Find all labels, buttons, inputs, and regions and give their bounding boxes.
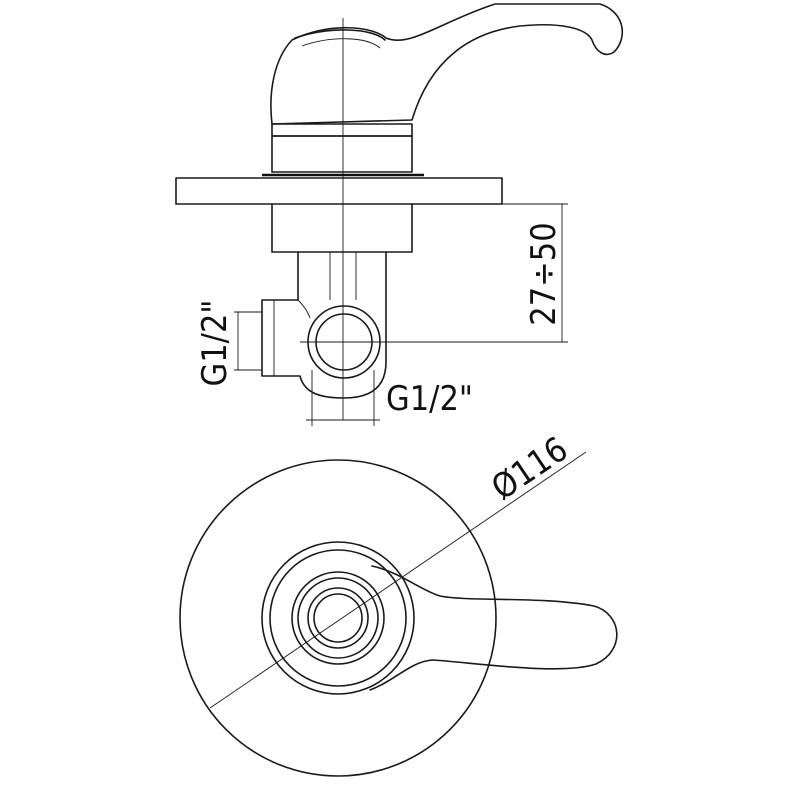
outlet-housing [261,251,387,399]
side-outlet-fillet [297,299,311,319]
rosette-inner [269,549,407,687]
cap-ring-3 [313,593,363,643]
bottom-thread-label: G1/2" [386,379,473,419]
wall-plate [175,177,503,205]
bottom-thread-dimension: G1/2" [306,370,473,426]
depth-dimension-label: 27÷50 [524,222,564,325]
body-collar [271,123,413,137]
depth-dimension: 27÷50 [502,203,568,343]
lever-handle [270,3,623,125]
body-upper [271,135,413,173]
front-lever-handle [369,565,618,691]
side-thread-dimension: G1/2" [195,300,262,387]
side-view [175,3,623,420]
wall-plate-circle [179,459,497,777]
handle-cap-line [294,29,386,41]
front-view: Ø116 [179,429,618,777]
cap-ring-1 [297,577,379,659]
cap-outer [291,571,385,665]
body-lower [271,203,413,253]
diameter-dimension-line [209,451,587,709]
cap-ring-2 [307,587,369,649]
handle-cap-inner [301,38,381,49]
side-thread-label: G1/2" [195,300,235,387]
diameter-label: Ø116 [484,429,575,508]
rosette-outer [261,541,415,695]
